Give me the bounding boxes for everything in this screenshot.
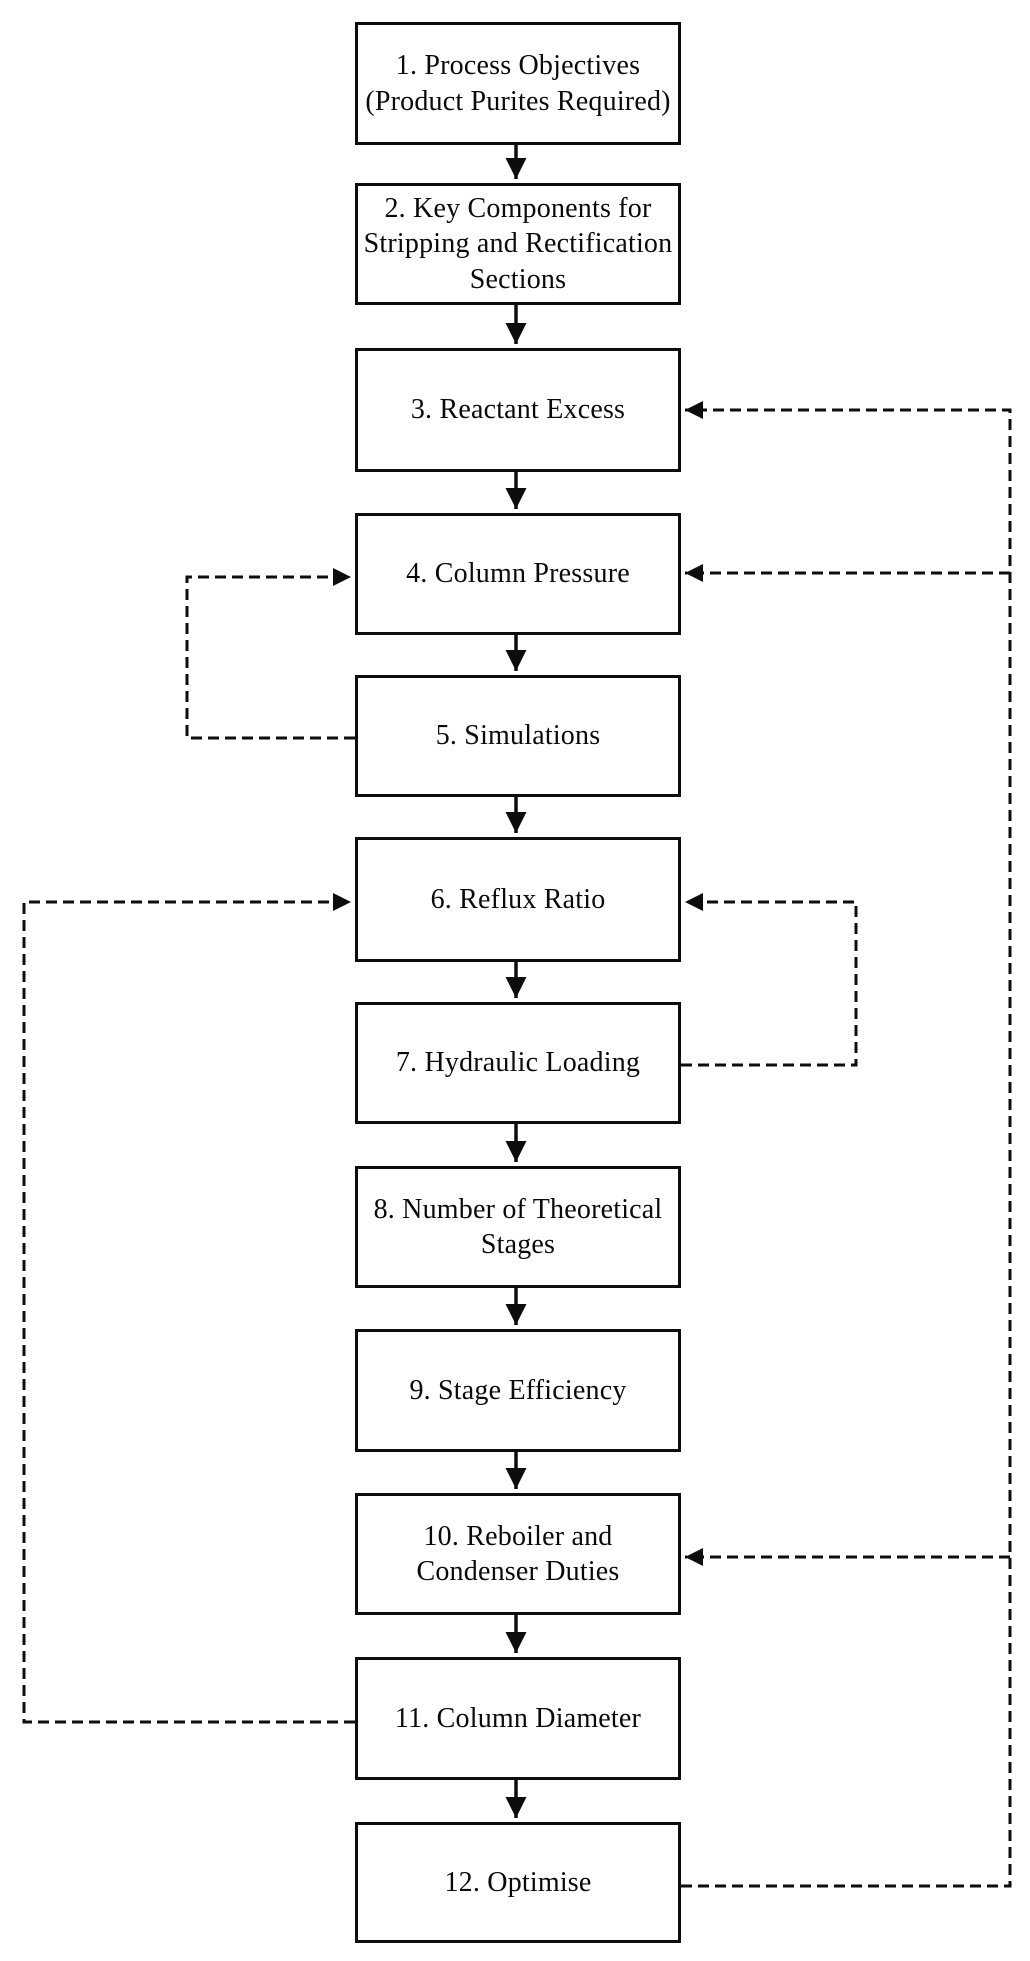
flow-box-label: 1. Process Objectives (Product Purites R…: [365, 50, 671, 117]
flow-box-label: 4. Column Pressure: [406, 558, 630, 590]
flow-box-simulations: 5. Simulations: [355, 675, 681, 797]
flow-box-label: 3. Reactant Excess: [410, 394, 626, 426]
flow-box-column-pressure: 4. Column Pressure: [355, 513, 681, 635]
feedback-simulations-to-column-pressure: [185, 568, 355, 740]
flow-box-column-diameter: 11. Column Diameter: [355, 1657, 681, 1780]
flow-box-reflux-ratio: 6. Reflux Ratio: [355, 837, 681, 962]
flow-box-label: 8. Number of Theoretical Stages: [373, 1193, 663, 1260]
flow-box-key-components: 2. Key Components for Stripping and Rect…: [355, 183, 681, 305]
flow-box-label: 12. Optimise: [444, 1866, 592, 1898]
flow-box-reboiler-condenser-duties: 10. Reboiler and Condenser Duties: [355, 1493, 681, 1615]
flow-box-hydraulic-loading: 7. Hydraulic Loading: [355, 1002, 681, 1124]
flow-box-process-objectives: 1. Process Objectives (Product Purites R…: [355, 22, 681, 145]
flow-box-label: 6. Reflux Ratio: [430, 883, 606, 915]
flow-box-label: 11. Column Diameter: [394, 1702, 642, 1734]
flow-box-label: 10. Reboiler and Condenser Duties: [416, 1520, 620, 1587]
flow-box-theoretical-stages: 8. Number of Theoretical Stages: [355, 1166, 681, 1288]
flow-box-stage-efficiency: 9. Stage Efficiency: [355, 1329, 681, 1452]
flow-box-label: 5. Simulations: [435, 720, 601, 752]
flow-box-reactant-excess: 3. Reactant Excess: [355, 348, 681, 472]
feedback-column-diameter-to-reflux-ratio: [22, 893, 355, 1724]
flow-box-label: 9. Stage Efficiency: [409, 1374, 627, 1406]
feedback-optimise-to-reactant-excess: [681, 401, 1012, 1888]
flow-box-optimise: 12. Optimise: [355, 1822, 681, 1943]
feedback-hydraulic-loading-to-reflux-ratio: [681, 893, 858, 1067]
flow-box-label: 2. Key Components for Stripping and Rect…: [363, 193, 673, 295]
flow-box-label: 7. Hydraulic Loading: [395, 1047, 641, 1079]
